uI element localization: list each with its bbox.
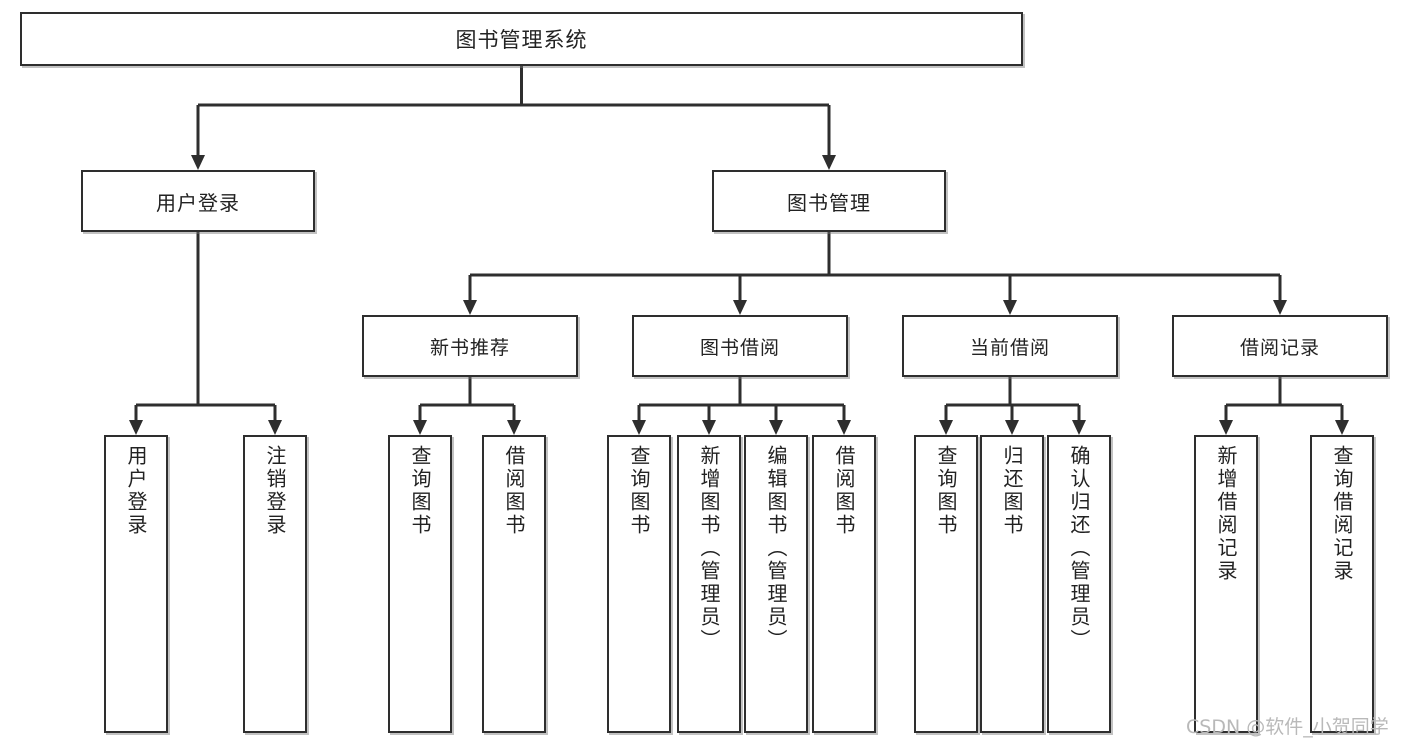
node-book-manage[interactable]: 图书管理 [712,170,946,232]
node-leaf-borrow-edit-book[interactable]: 编辑图书（管理员） [744,435,808,733]
watermark-text: CSDN @软件_小贺同学 [1186,716,1389,738]
node-label: 借阅图书 [502,445,526,537]
connector-arrowhead [1335,420,1349,435]
node-label: 用户登录 [156,190,240,215]
connector-arrowhead [1005,420,1019,435]
connector-arrowhead [507,420,521,435]
node-user-login[interactable]: 用户登录 [81,170,315,232]
connector-arrowhead [268,420,282,435]
node-leaf-current-return-book[interactable]: 归还图书 [980,435,1044,733]
connector-arrowhead [702,420,716,435]
node-leaf-record-query[interactable]: 查询借阅记录 [1310,435,1374,733]
node-label: 确认归还（管理员） [1067,445,1091,652]
connector-arrowhead [632,420,646,435]
node-leaf-borrow-query-book[interactable]: 查询图书 [607,435,671,733]
node-leaf-borrow-add-book[interactable]: 新增图书（管理员） [677,435,741,733]
node-label: 用户登录 [124,445,148,537]
node-label: 查询借阅记录 [1330,445,1354,583]
connector-arrowhead [129,420,143,435]
node-leaf-rec-borrow-book[interactable]: 借阅图书 [482,435,546,733]
node-label: 查询图书 [408,445,432,537]
connector-arrowhead [1003,300,1017,315]
node-label: 新增图书（管理员） [697,445,721,652]
node-leaf-record-add[interactable]: 新增借阅记录 [1194,435,1258,733]
node-book-borrow[interactable]: 图书借阅 [632,315,848,377]
node-leaf-borrow-borrow-book[interactable]: 借阅图书 [812,435,876,733]
connector-arrowhead [1219,420,1233,435]
connector-arrowhead [413,420,427,435]
node-label: 当前借阅 [969,336,1050,359]
node-label: 查询图书 [627,445,651,537]
node-leaf-user-login[interactable]: 用户登录 [104,435,168,733]
node-leaf-rec-query-book[interactable]: 查询图书 [388,435,452,733]
connector-arrowhead [1072,420,1086,435]
connector-arrowhead [733,300,747,315]
connector-arrowhead [769,420,783,435]
node-label: 新书推荐 [429,336,510,359]
node-label: 查询图书 [934,445,958,537]
node-label: 新增借阅记录 [1214,445,1238,583]
node-leaf-current-confirm-return[interactable]: 确认归还（管理员） [1047,435,1111,733]
node-borrow-record[interactable]: 借阅记录 [1172,315,1388,377]
node-label: 图书管理系统 [455,28,588,52]
connector-arrowhead [463,300,477,315]
node-leaf-current-query-book[interactable]: 查询图书 [914,435,978,733]
connector-arrowhead [1273,300,1287,315]
connector-arrowhead [837,420,851,435]
connector-arrowhead [939,420,953,435]
node-label: 编辑图书（管理员） [764,445,788,652]
node-current-borrow[interactable]: 当前借阅 [902,315,1118,377]
connector-arrowhead [822,155,836,170]
node-label: 借阅图书 [832,445,856,537]
node-label: 注销登录 [263,445,287,537]
connector-arrowhead [191,155,205,170]
node-label: 归还图书 [1000,445,1024,537]
node-new-book-rec[interactable]: 新书推荐 [362,315,578,377]
node-label: 图书管理 [787,190,871,215]
node-label: 图书借阅 [699,336,780,359]
node-leaf-user-logout[interactable]: 注销登录 [243,435,307,733]
node-root[interactable]: 图书管理系统 [20,12,1023,66]
node-label: 借阅记录 [1239,336,1320,359]
